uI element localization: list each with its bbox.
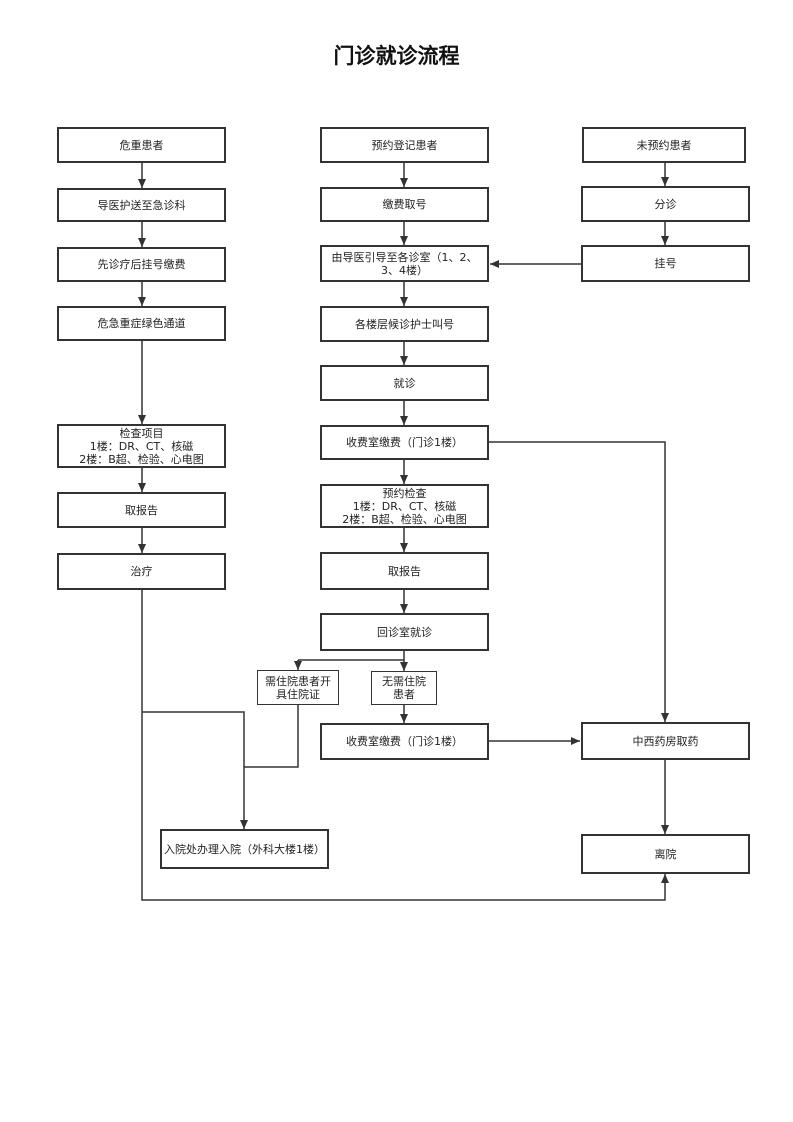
node-discharge: 离院 bbox=[581, 834, 750, 874]
node-pharmacy: 中西药房取药 bbox=[581, 722, 750, 760]
node-pay-get-number: 缴费取号 bbox=[320, 187, 489, 222]
node-appointment-patient: 预约登记患者 bbox=[320, 127, 489, 163]
node-admission-office: 入院处办理入院（外科大楼1楼） bbox=[160, 829, 329, 869]
node-cashier-payment-2: 收费室缴费（门诊1楼） bbox=[320, 723, 489, 760]
node-green-channel: 危急重症绿色通道 bbox=[57, 306, 226, 341]
node-exam-items: 检查项目 1楼：DR、CT、核磁 2楼：B超、检验、心电图 bbox=[57, 424, 226, 468]
node-walk-in-patient: 未预约患者 bbox=[582, 127, 746, 163]
node-nurse-call: 各楼层候诊护士叫号 bbox=[320, 306, 489, 342]
node-guide-to-clinic: 由导医引导至各诊室（1、2、 3、4楼） bbox=[320, 245, 489, 282]
node-get-report-left: 取报告 bbox=[57, 492, 226, 528]
node-needs-admission: 需住院患者开 具住院证 bbox=[257, 670, 339, 705]
node-treat-first-pay-later: 先诊疗后挂号缴费 bbox=[57, 247, 226, 282]
node-critical-patient: 危重患者 bbox=[57, 127, 226, 163]
node-get-report-middle: 取报告 bbox=[320, 552, 489, 590]
node-escort-to-emergency: 导医护送至急诊科 bbox=[57, 188, 226, 222]
arrow-m10-m13 bbox=[240, 705, 299, 829]
node-scheduled-exam: 预约检查 1楼：DR、CT、核磁 2楼：B超、检验、心电图 bbox=[320, 484, 489, 528]
node-triage: 分诊 bbox=[581, 186, 750, 222]
arrow-n7-m13 bbox=[142, 711, 245, 767]
node-return-to-clinic: 回诊室就诊 bbox=[320, 613, 489, 651]
node-no-admission: 无需住院 患者 bbox=[371, 671, 437, 705]
node-registration: 挂号 bbox=[581, 245, 750, 282]
arrow-n7-exit bbox=[141, 590, 669, 901]
node-treatment: 治疗 bbox=[57, 553, 226, 590]
node-cashier-payment-1: 收费室缴费（门诊1楼） bbox=[320, 425, 489, 460]
page-title: 门诊就诊流程 bbox=[333, 43, 460, 68]
node-consultation: 就诊 bbox=[320, 365, 489, 401]
arrow-m6-r4 bbox=[488, 441, 669, 722]
